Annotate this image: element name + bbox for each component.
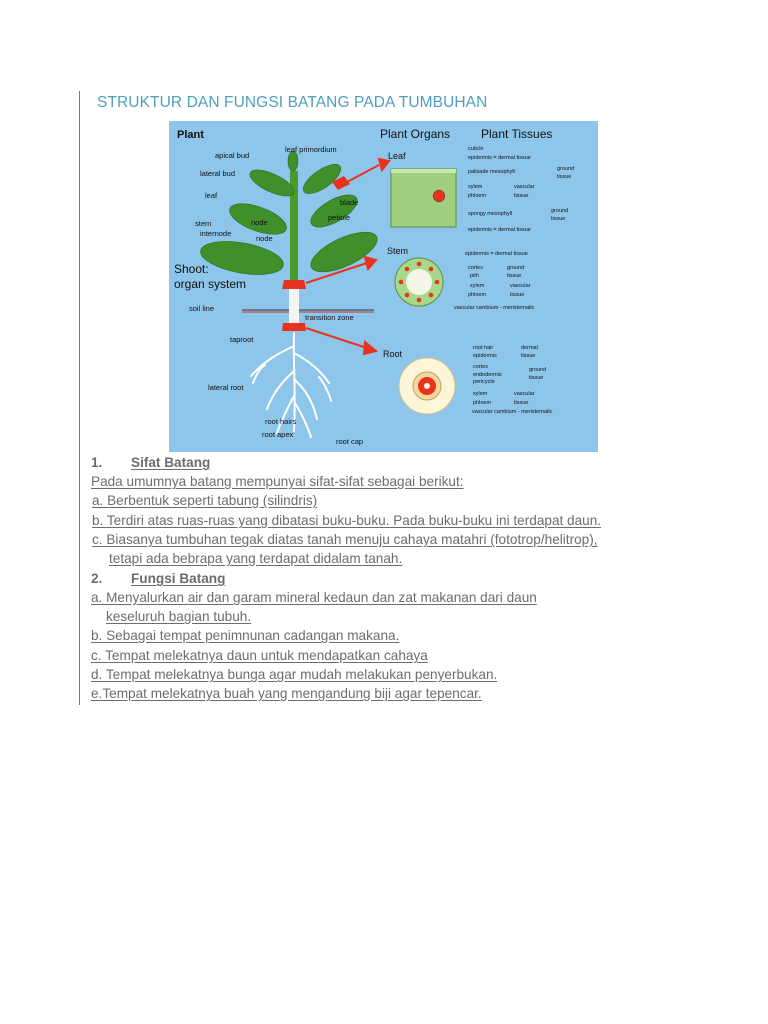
section1-item-c-line1: c. Biasanya tumbuhan tegak diatas tanah … <box>92 532 598 547</box>
root-xylem-label: xylem <box>473 391 488 397</box>
section1-item-c-line2: tetapi ada bebrapa yang terdapat didalam… <box>109 551 402 566</box>
leaf-tissue-label-3: tissue <box>551 216 565 222</box>
section2-heading: 2.Fungsi Batang <box>91 571 225 586</box>
organ-root: Root <box>383 349 403 359</box>
root-cortex-label: cortex <box>473 364 488 370</box>
leaf-vascular-label: vascular <box>514 184 535 190</box>
leaf-tissue-label-2: tissue <box>514 193 528 199</box>
stem-xylem-label: xylem <box>470 283 485 289</box>
section2-item-b: b. Sebagai tempat penimnunan cadangan ma… <box>91 628 399 643</box>
label-node-2: node <box>256 234 273 243</box>
root-cambium-label: vascular cambium - meristematic <box>472 409 553 415</box>
figure-tissues-header: Plant Tissues <box>481 127 552 141</box>
leaf-ground-label-2: ground <box>551 208 568 214</box>
leaf-palisade-label: palisade mesophyll <box>468 169 515 175</box>
plant-structure-figure: Plant Plant Organs Plant Tissues <box>169 121 598 452</box>
label-root-apex: root apex <box>262 430 294 439</box>
root-pericycle-label: pericycle <box>473 379 495 385</box>
leaf-spongy-label: spongy mesophyll <box>468 211 512 217</box>
leaf-lower-epidermis-label: epidermis = dermal tissue <box>468 227 531 233</box>
root-hair-label: root hair <box>473 345 493 351</box>
label-transition-zone: transition zone <box>305 313 354 322</box>
stem-phloem-label: phloem <box>468 292 486 298</box>
label-lateral-root: lateral root <box>208 383 244 392</box>
stem-pith-label: pith <box>470 273 479 279</box>
root-dermal-label: dermal <box>521 345 538 351</box>
root-tissue-label-3: tissue <box>514 400 528 406</box>
stem-ground-label: ground <box>507 265 524 271</box>
section1-item-a: a. Berbentuk seperti tabung (silindris) <box>92 493 317 508</box>
section2-item-a-line2: keseluruh bagian tubuh. <box>106 609 251 624</box>
root-tissue-label-1: tissue <box>521 353 535 359</box>
section1-heading: 1.Sifat Batang <box>91 455 210 470</box>
figure-title: Plant <box>177 129 204 141</box>
label-shoot: Shoot: <box>174 262 209 276</box>
section2-item-c: c. Tempat melekatnya daun untuk mendapat… <box>91 648 428 663</box>
label-node-1: node <box>251 218 268 227</box>
stem-cambium-label: vascular cambium - meristematic <box>454 305 535 311</box>
stem-vascular-label: vascular <box>510 283 531 289</box>
root-endodermis-label: endodermis <box>473 372 502 378</box>
label-taproot: taproot <box>230 335 254 344</box>
section1-intro: Pada umumnya batang mempunyai sifat-sifa… <box>91 474 464 489</box>
figure-organs-header: Plant Organs <box>380 127 450 141</box>
root-ground-label: ground <box>529 367 546 373</box>
organ-stem: Stem <box>387 246 408 256</box>
label-blade: blade <box>340 198 358 207</box>
leaf-ground-label-1: ground <box>557 166 574 172</box>
label-lateral-bud: lateral bud <box>200 169 235 178</box>
label-organ-system: organ system <box>174 277 246 291</box>
section2-item-e: e.Tempat melekatnya buah yang mengandung… <box>91 686 482 701</box>
stem-tissue-label-2: tissue <box>510 292 524 298</box>
label-root-cap: root cap <box>336 437 363 446</box>
leaf-epidermis-label: epidermis = dermal tissue <box>468 155 531 161</box>
leaf-cuticle-label: cuticle <box>468 146 484 152</box>
root-tissue-label-2: tissue <box>529 375 543 381</box>
stem-cortex-label: cortex <box>468 265 483 271</box>
label-soil-line: soil line <box>189 304 214 313</box>
label-stem: stem <box>195 219 211 228</box>
label-root-hairs: root hairs <box>265 417 297 426</box>
section2-item-d: d. Tempat melekatnya bunga agar mudah me… <box>91 667 497 682</box>
leaf-phloem-label: phloem <box>468 193 486 199</box>
margin-rule <box>79 91 80 705</box>
label-internode: internode <box>200 229 231 238</box>
label-leaf-primordium: leaf primordium <box>285 145 337 154</box>
page-title: STRUKTUR DAN FUNGSI BATANG PADA TUMBUHAN <box>97 94 487 112</box>
root-vascular-label: vascular <box>514 391 535 397</box>
stem-epidermis-label: epidermis = dermal tissue <box>465 251 528 257</box>
label-apical-bud: apical bud <box>215 151 249 160</box>
section1-item-b: b. Terdiri atas ruas-ruas yang dibatasi … <box>92 513 601 528</box>
organ-leaf: Leaf <box>388 151 406 161</box>
leaf-tissue-label-1: tissue <box>557 174 571 180</box>
stem-tissue-label-1: tissue <box>507 273 521 279</box>
root-epidermis-label: epidermis <box>473 353 497 359</box>
leaf-xylem-label: xylem <box>468 184 483 190</box>
section2-item-a-line1: a. Menyalurkan air dan garam mineral ked… <box>91 590 537 605</box>
root-phloem-label: phloem <box>473 400 491 406</box>
label-leaf: leaf <box>205 191 218 200</box>
label-petiole: petiole <box>328 213 350 222</box>
